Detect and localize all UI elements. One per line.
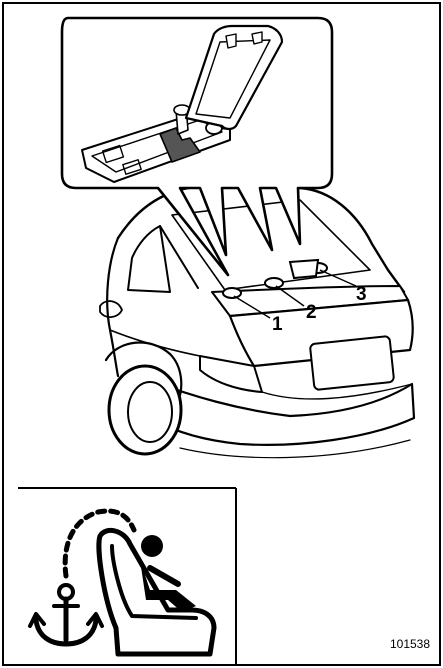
callout-2: 2 bbox=[306, 302, 317, 323]
car-rear-view bbox=[100, 186, 414, 458]
child-seat-tether-anchor-icon bbox=[30, 511, 214, 654]
callout-3: 3 bbox=[356, 284, 367, 305]
figure-reference-number: 101538 bbox=[390, 637, 430, 651]
callout-1: 1 bbox=[272, 314, 283, 335]
